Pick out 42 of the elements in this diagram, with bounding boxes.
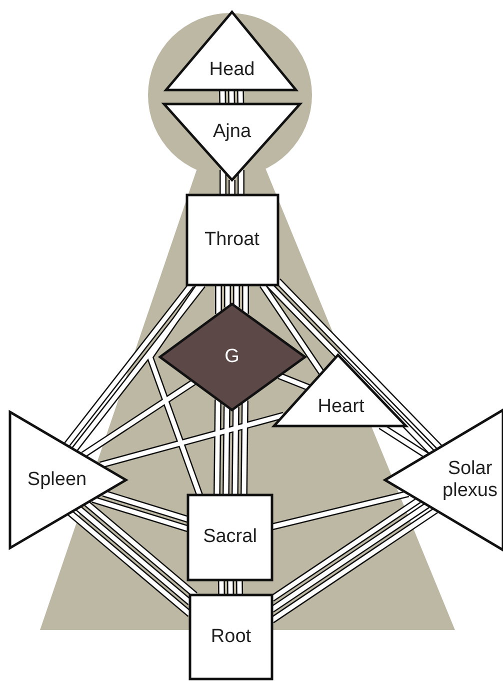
channel-line <box>271 490 410 530</box>
center-triangle <box>9 411 127 549</box>
center-label: Spleen <box>27 469 87 491</box>
center-square <box>187 494 273 581</box>
center-label: G <box>224 346 240 368</box>
channel-line <box>242 285 249 314</box>
channel-line <box>218 90 226 104</box>
channel-line <box>222 406 230 496</box>
center-triangle <box>384 409 503 551</box>
center-label: Heart <box>318 396 364 418</box>
channel-line <box>231 407 240 496</box>
center-triangle <box>165 11 297 91</box>
channel-line <box>102 490 190 523</box>
channel-line <box>92 496 190 532</box>
channel-line <box>224 285 231 308</box>
center-triangle <box>273 354 407 427</box>
channel-line <box>238 170 244 195</box>
center-label: Root <box>210 626 252 648</box>
channel-line <box>215 285 222 314</box>
channel-line <box>278 372 310 391</box>
channel-line <box>228 90 236 104</box>
channel-line <box>228 180 236 195</box>
channel-line <box>218 580 226 596</box>
channel-line <box>220 170 226 195</box>
center-triangle <box>163 103 301 181</box>
center-label: Ajna <box>212 121 252 143</box>
center-square <box>186 194 279 286</box>
center-label: Solar plexus <box>442 458 498 502</box>
channel-line <box>81 379 196 458</box>
channel-line <box>213 400 222 496</box>
channel-line <box>233 285 240 308</box>
channel-line <box>240 400 249 496</box>
channel-line <box>270 497 421 602</box>
channel-line <box>226 580 234 596</box>
center-diamond <box>159 303 306 411</box>
center-label: Throat <box>204 229 260 251</box>
center-square <box>189 594 273 680</box>
center-label: Head <box>209 59 255 81</box>
channel-line <box>236 90 244 104</box>
channel-line <box>99 412 285 468</box>
center-label: Sacral <box>203 526 257 548</box>
channel-line <box>236 580 244 596</box>
